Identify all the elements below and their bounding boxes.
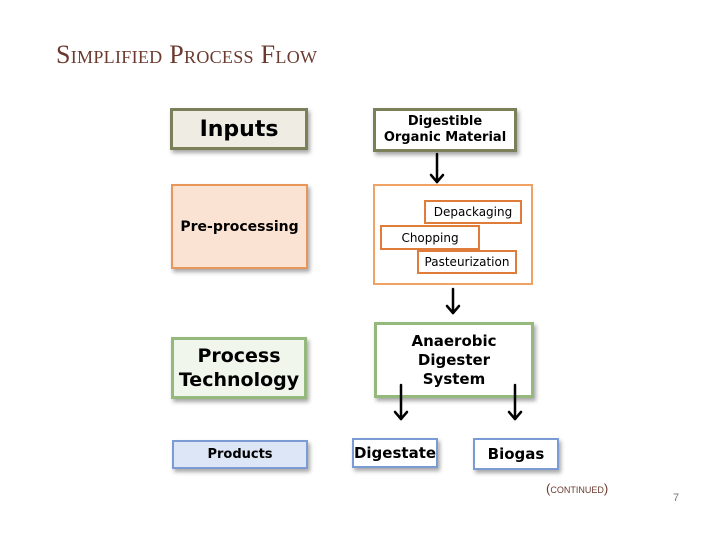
digester-line2: Digester	[417, 350, 491, 369]
products-label: Products	[172, 440, 308, 469]
process-technology-line2: Technology	[178, 369, 300, 391]
input-line2: Organic Material	[383, 130, 507, 145]
continued-note: (continued)	[546, 481, 609, 496]
arrow-input-to-preprocessing	[429, 152, 445, 184]
arrow-digester-to-digestate	[393, 383, 409, 421]
inputs-label: Inputs	[170, 108, 308, 150]
preprocessing-label: Pre-processing	[171, 184, 308, 269]
page-title: Simplified Process Flow	[56, 40, 318, 69]
biogas-box: Biogas	[473, 438, 559, 470]
step-pasteurization: Pasteurization	[417, 250, 517, 274]
arrow-digester-to-biogas	[507, 383, 523, 421]
anaerobic-digester-box: Anaerobic Digester System	[374, 322, 534, 398]
step-depackaging: Depackaging	[424, 200, 522, 224]
arrow-preprocessing-to-digester	[445, 287, 461, 315]
input-line1: Digestible	[407, 114, 483, 129]
digester-line1: Anaerobic	[411, 331, 497, 350]
digestate-box: Digestate	[352, 438, 438, 468]
step-chopping: Chopping	[380, 225, 480, 250]
process-technology-label: Process Technology	[171, 337, 307, 399]
digestible-organic-material-box: Digestible Organic Material	[373, 108, 517, 152]
digester-line3: System	[422, 369, 486, 388]
page-number: 7	[673, 492, 680, 504]
process-technology-line1: Process	[197, 345, 281, 367]
